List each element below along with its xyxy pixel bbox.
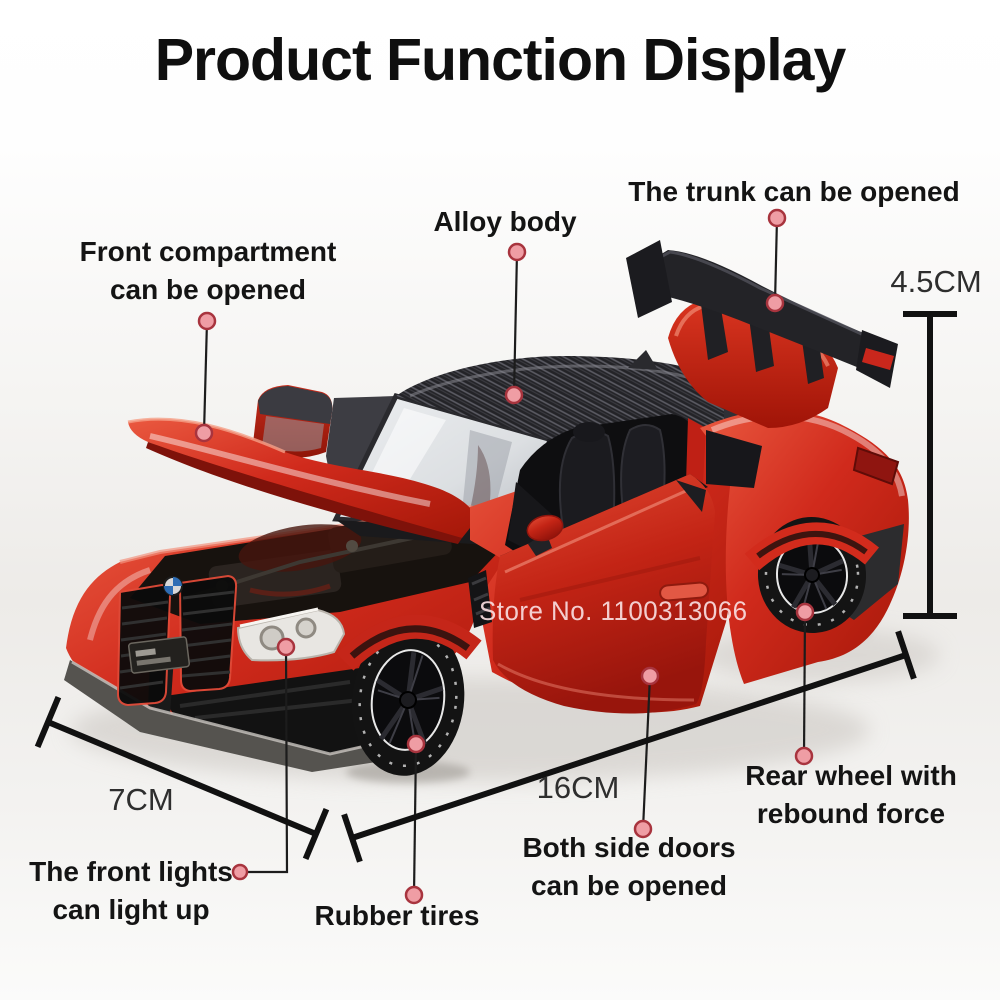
leader-dot [765, 293, 785, 313]
measure-length: 16CM [536, 770, 620, 805]
front-badge-plate [127, 636, 191, 674]
leader-dot [507, 242, 527, 262]
wing-endplate-left [626, 240, 672, 318]
leader-dot [197, 311, 217, 331]
watermark: Store No. 1100313066 [479, 596, 748, 626]
leader-line-both-side-doors [641, 675, 652, 830]
leader-line-front-lights [240, 646, 289, 874]
leader-dot [404, 885, 424, 905]
tire-lettering [358, 632, 458, 768]
label-both-side-doors: Both side doors can be opened [522, 832, 736, 901]
front-splitter [64, 660, 402, 772]
fender-vent [468, 570, 492, 628]
hood-open [127, 417, 478, 544]
label-alloy-body: Alloy body [433, 206, 577, 237]
taillight [852, 446, 900, 486]
label-rubber-tires: Rubber tires [314, 900, 480, 931]
leader-dot [794, 746, 814, 766]
door-handle [659, 581, 709, 602]
label-trunk: The trunk can be opened [628, 176, 960, 207]
leader-line-front-compartment [202, 320, 209, 434]
measure-line-front-width [34, 695, 330, 861]
leader-dot [504, 385, 524, 405]
front-bumper [64, 656, 402, 772]
leader-dot [276, 637, 296, 657]
driver-door-open [492, 474, 715, 714]
headlight [236, 607, 346, 662]
measure-height: 4.5CM [890, 264, 982, 299]
leader-dot [633, 819, 653, 839]
quarter-window [706, 430, 762, 488]
leader-dot [194, 423, 214, 443]
leader-dot [406, 734, 426, 754]
label-rear-wheel: Rear wheel with rebound force [745, 760, 957, 829]
label-front-compartment: Front compartment can be opened [79, 236, 337, 305]
leader-dot [767, 208, 787, 228]
measure-line-length [341, 630, 917, 863]
leader-line-trunk [773, 217, 779, 304]
far-door-open [252, 385, 333, 458]
side-mirror [526, 514, 564, 556]
leader-dot [795, 602, 815, 622]
wing-tip-accent [862, 348, 894, 370]
rear-spoiler-wing [626, 240, 898, 388]
page-title: Product Function Display [154, 27, 847, 93]
leader-line-alloy-body [512, 251, 519, 396]
leader-dot [231, 863, 249, 881]
roof-antenna-fin [628, 350, 658, 370]
measure-front-width: 7CM [108, 782, 174, 817]
measure-line-height [903, 311, 957, 619]
front-wheel [351, 624, 465, 776]
leader-dot [640, 666, 660, 686]
leader-line-rear-wheel [802, 611, 807, 757]
label-front-lights: The front lights can light up [29, 856, 233, 925]
bmw-roundel [163, 576, 183, 596]
